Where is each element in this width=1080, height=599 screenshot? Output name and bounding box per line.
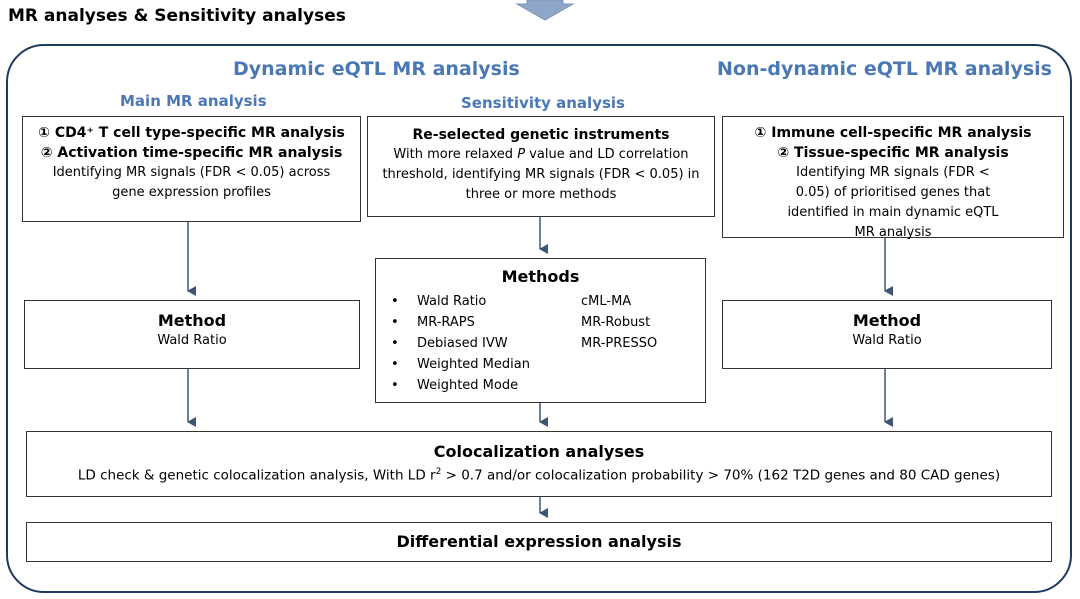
nondynamic-line2: ② Tissue-specific MR analysis	[777, 145, 1009, 161]
method-item: MR-Robust	[581, 315, 651, 330]
method-left-box: Method Wald Ratio	[24, 300, 360, 369]
sensitivity-body-pre: With more relaxed	[393, 147, 518, 162]
method-item: Weighted Mode	[389, 375, 530, 396]
method-right-body: Wald Ratio	[852, 333, 922, 348]
method-left-body: Wald Ratio	[157, 333, 227, 348]
top-down-arrow-icon	[515, 0, 575, 21]
method-item: Wald Ratio	[389, 291, 530, 312]
page-title: MR analyses & Sensitivity analyses	[8, 6, 346, 26]
method-item: Debiased IVW	[389, 333, 530, 354]
method-right-heading: Method	[852, 311, 922, 330]
main-mr-body: Identifying MR signals (FDR < 0.05) acro…	[52, 165, 331, 200]
method-left-heading: Method	[157, 311, 227, 330]
main-mr-line2: ② Activation time-specific MR analysis	[40, 145, 343, 161]
differential-expression-heading: Differential expression analysis	[396, 532, 682, 551]
methods-box: Methods Wald Ratio MR-RAPS Debiased IVW …	[375, 258, 706, 403]
main-analysis-title: Main MR analysis	[120, 92, 267, 110]
differential-expression-box: Differential expression analysis	[26, 522, 1052, 562]
nondynamic-mr-box: ① Immune cell-specific MR analysis ② Tis…	[722, 116, 1064, 240]
colocalization-box: Colocalization analyses LD check & genet…	[26, 431, 1052, 497]
methods-right-list: cML-MA MR-Robust MR-PRESSO	[581, 291, 657, 354]
main-mr-line1: ① CD4⁺ T cell type-specific MR analysis	[38, 125, 345, 141]
colocalization-heading: Colocalization analyses	[433, 442, 645, 461]
nondynamic-section-title: Non-dynamic eQTL MR analysis	[717, 58, 1052, 80]
method-item: MR-PRESSO	[581, 336, 658, 351]
dynamic-section-title: Dynamic eQTL MR analysis	[233, 58, 520, 80]
methods-heading: Methods	[501, 267, 580, 286]
methods-left-list: Wald Ratio MR-RAPS Debiased IVW Weighted…	[389, 291, 530, 396]
sensitivity-body-post: value and LD correlation threshold, iden…	[382, 147, 700, 202]
method-right-box: Method Wald Ratio	[722, 300, 1052, 369]
sensitivity-analysis-title: Sensitivity analysis	[461, 94, 625, 112]
sensitivity-body: With more relaxed P value and LD correla…	[368, 145, 714, 205]
method-item: cML-MA	[581, 294, 632, 309]
outer-frame	[6, 44, 1072, 593]
colocalization-body: LD check & genetic colocalization analys…	[27, 462, 1051, 486]
sensitivity-heading: Re-selected genetic instruments	[412, 127, 670, 143]
sensitivity-box: Re-selected genetic instruments With mor…	[367, 116, 715, 217]
r-squared-superscript: 2	[435, 467, 442, 477]
coloc-body-pre: LD check & genetic colocalization analys…	[77, 467, 436, 484]
method-item: Weighted Median	[389, 354, 530, 375]
p-value-symbol: P	[517, 147, 526, 162]
nondynamic-body: Identifying MR signals (FDR < 0.05) of p…	[787, 165, 999, 240]
coloc-body-post: > 0.7 and/or colocalization probability …	[441, 467, 1001, 484]
nondynamic-line1: ① Immune cell-specific MR analysis	[754, 125, 1032, 141]
method-item: MR-RAPS	[389, 312, 530, 333]
main-mr-box: ① CD4⁺ T cell type-specific MR analysis …	[22, 116, 361, 222]
